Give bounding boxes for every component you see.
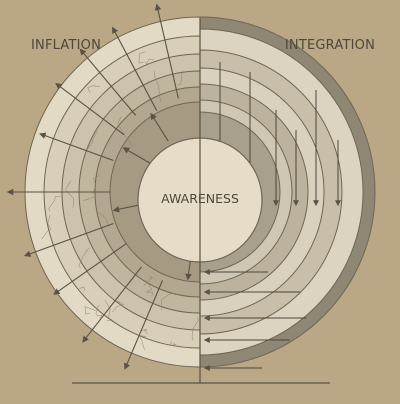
crack-line [170,341,177,346]
crack-line [96,211,110,229]
crack-line [143,275,153,287]
inward-arrows [203,62,341,371]
crack-line [78,247,90,268]
crack-line [160,293,174,310]
crack-line [48,195,61,212]
crack-line [191,317,199,341]
crack-line [117,116,133,146]
awareness-label: AWARENESS [161,191,239,206]
arrow-out-icon [124,280,164,370]
crack-line [154,71,162,103]
crack-line [84,306,96,315]
arrow-out-icon [53,243,127,295]
crack-line [92,174,100,195]
crack-line [95,304,103,319]
crack-line [79,286,86,291]
arrow-out-icon [122,147,152,165]
crack-line [144,59,155,65]
outward-arrows [6,3,193,370]
crack-line [141,328,148,335]
crack-texture-icon [41,51,199,350]
crack-line [41,215,52,240]
arrow-out-icon [23,222,114,257]
crack-line [83,193,97,201]
arrow-out-icon [150,112,169,142]
crack-line [112,300,125,313]
crack-line [145,279,154,297]
integration-label: INTEGRATION [284,38,375,53]
arrow-out-icon [82,266,142,343]
arrow-out-icon [55,82,125,136]
crack-line [87,84,100,94]
crack-line [138,51,146,64]
inflation-label: INFLATION [31,38,101,53]
arrow-out-icon [39,132,114,162]
crack-line [104,299,114,321]
crack-line [177,70,184,86]
arrow-out-icon [112,26,158,112]
crack-line [87,130,98,149]
arrow-out-icon [79,48,137,116]
arrow-out-icon [154,3,179,99]
